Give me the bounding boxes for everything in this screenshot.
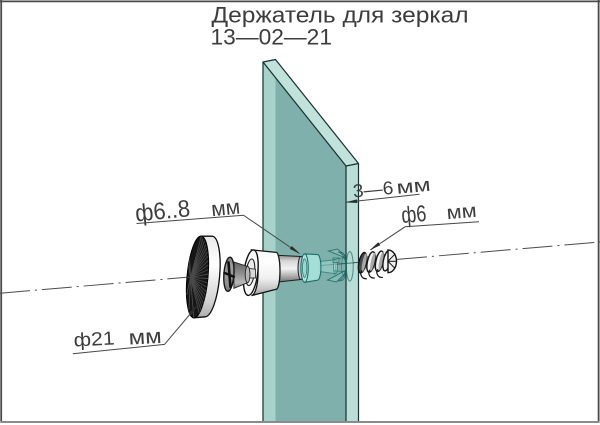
svg-text:ф21: ф21 bbox=[73, 328, 115, 351]
svg-text:мм: мм bbox=[446, 200, 478, 224]
svg-text:ф6: ф6 bbox=[400, 200, 427, 228]
svg-text:мм: мм bbox=[210, 196, 241, 222]
svg-text:ф6..8: ф6..8 bbox=[134, 195, 191, 227]
svg-text:Держатель для зеркал: Держатель для зеркал bbox=[212, 2, 469, 27]
svg-text:мм: мм bbox=[128, 325, 162, 350]
svg-text:3—6: 3—6 bbox=[352, 177, 394, 202]
svg-text:мм: мм bbox=[396, 175, 432, 199]
svg-text:13—02—21: 13—02—21 bbox=[211, 25, 333, 50]
